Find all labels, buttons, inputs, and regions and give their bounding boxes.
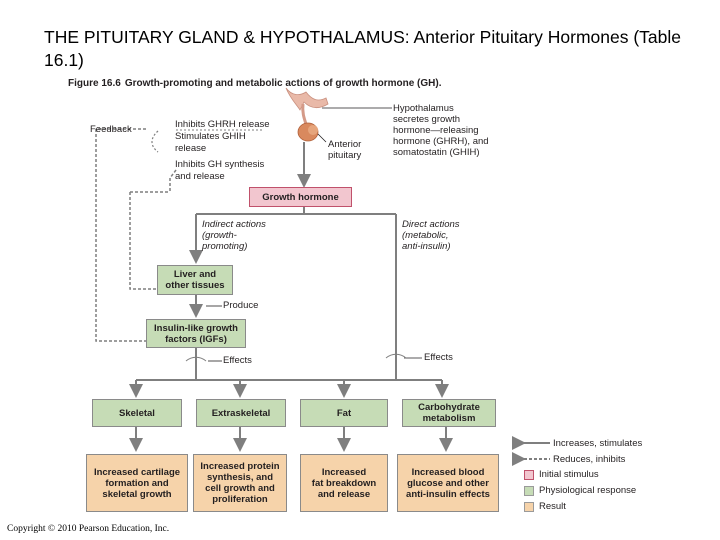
physiological-swatch bbox=[524, 485, 534, 496]
inhibits-ghrh-label: Inhibits GHRH release bbox=[175, 119, 270, 130]
igf-box: Insulin-like growth factors (IGFs) bbox=[146, 319, 246, 348]
indirect-actions-label: Indirect actions (growth- promoting) bbox=[202, 219, 266, 252]
hypothalamus-pituitary-illustration bbox=[285, 87, 329, 142]
carbohydrate-box: Carbohydrate metabolism bbox=[402, 399, 496, 427]
produce-label: Produce bbox=[223, 300, 259, 311]
inhibits-gh-label: Inhibits GH synthesis bbox=[175, 159, 265, 170]
pituitary-leader bbox=[317, 133, 327, 143]
copyright-notice: Copyright © 2010 Pearson Education, Inc. bbox=[7, 524, 170, 534]
feedback-loop bbox=[95, 128, 146, 342]
stimulates-ghih-label: Stimulates GHIH bbox=[175, 131, 246, 142]
result-carbohydrate-box: Increased blood glucose and other anti-i… bbox=[397, 454, 499, 512]
legend-physiological: Physiological response bbox=[524, 485, 636, 496]
and-release-label: and release bbox=[175, 171, 225, 182]
result-extraskeletal-box: Increased protein synthesis, and cell gr… bbox=[193, 454, 287, 512]
legend-increases: Increases, stimulates bbox=[553, 438, 643, 449]
release-label: release bbox=[175, 143, 207, 154]
legend-result: Result bbox=[524, 501, 566, 512]
anterior-pituitary-label: Anterior pituitary bbox=[328, 139, 362, 161]
figure-number: Figure 16.6 bbox=[68, 78, 121, 89]
feedback-label: Feedback bbox=[90, 124, 132, 135]
liver-box: Liver and other tissues bbox=[157, 265, 233, 295]
direct-actions-label: Direct actions (metabolic, anti-insulin) bbox=[402, 219, 460, 252]
hypothalamus-label: Hypothalamus secretes growth hormone—rel… bbox=[393, 103, 489, 158]
effects-right-label: Effects bbox=[424, 352, 453, 363]
result-skeletal-box: Increased cartilage formation and skelet… bbox=[86, 454, 188, 512]
figure-caption-text: Growth-promoting and metabolic actions o… bbox=[124, 78, 442, 89]
slide-title: THE PITUITARY GLAND & HYPOTHALAMUS: Ante… bbox=[44, 27, 681, 70]
extraskeletal-box: Extraskeletal bbox=[196, 399, 286, 427]
result-swatch bbox=[524, 501, 534, 512]
legend-reduces: Reduces, inhibits bbox=[553, 454, 626, 465]
growth-hormone-box: Growth hormone bbox=[249, 187, 352, 207]
initial-swatch bbox=[524, 469, 534, 480]
result-fat-box: Increased fat breakdown and release bbox=[300, 454, 388, 512]
fat-box: Fat bbox=[300, 399, 388, 427]
legend-initial: Initial stimulus bbox=[524, 469, 599, 480]
effects-left-label: Effects bbox=[223, 355, 252, 366]
skeletal-box: Skeletal bbox=[92, 399, 182, 427]
